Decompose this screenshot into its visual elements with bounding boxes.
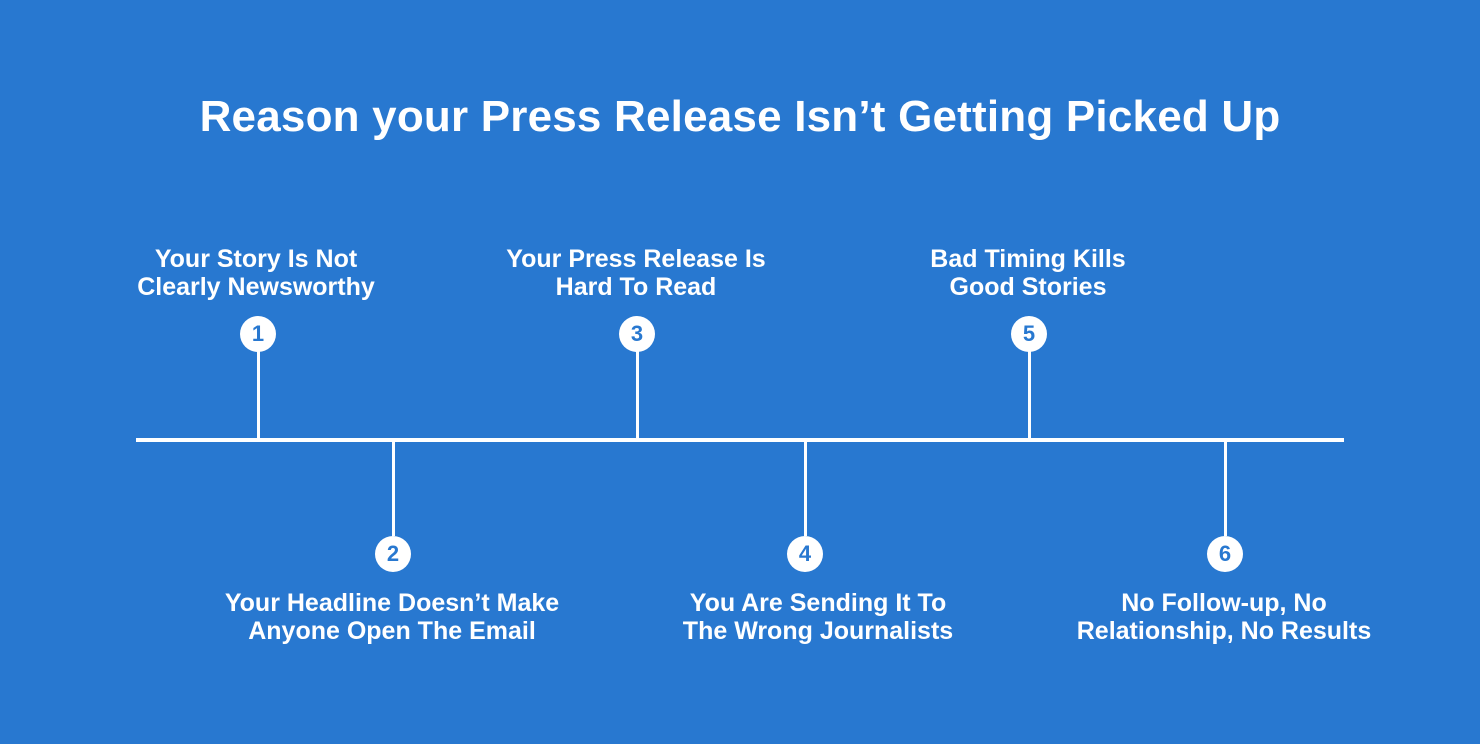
timeline-stem (257, 350, 260, 440)
timeline-stem (392, 440, 395, 536)
step-number-badge: 4 (787, 536, 823, 572)
timeline-stem (636, 350, 639, 440)
timeline-stem (1224, 440, 1227, 536)
step-number-badge: 5 (1011, 316, 1047, 352)
timeline-stem (1028, 350, 1031, 440)
step-number-badge: 1 (240, 316, 276, 352)
page-title: Reason your Press Release Isn’t Getting … (199, 92, 1281, 141)
step-label: You Are Sending It To The Wrong Journali… (682, 589, 954, 645)
step-number-badge: 6 (1207, 536, 1243, 572)
step-label: Your Press Release Is Hard To Read (506, 245, 766, 301)
timeline-stem (804, 440, 807, 536)
step-number-badge: 3 (619, 316, 655, 352)
step-number-badge: 2 (375, 536, 411, 572)
step-label: Your Story Is Not Clearly Newsworthy (137, 245, 375, 301)
timeline-axis (136, 438, 1344, 442)
step-label: Your Headline Doesn’t Make Anyone Open T… (224, 589, 560, 645)
step-label: No Follow-up, No Relationship, No Result… (1076, 589, 1372, 645)
step-label: Bad Timing Kills Good Stories (930, 245, 1126, 301)
